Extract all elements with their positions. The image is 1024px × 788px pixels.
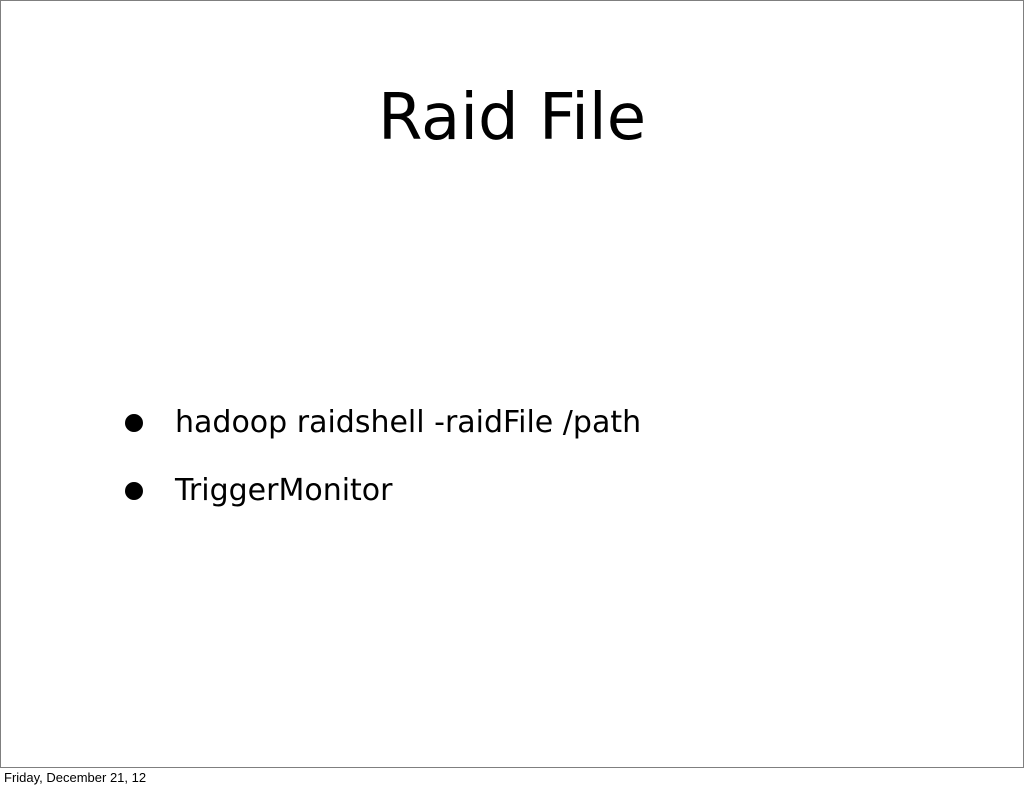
bullet-text: TriggerMonitor <box>175 473 393 508</box>
footer-date: Friday, December 21, 12 <box>4 770 147 785</box>
slide-canvas: Raid File hadoop raidshell -raidFile /pa… <box>0 0 1024 768</box>
slide-title: Raid File <box>377 81 647 155</box>
bullet-text: hadoop raidshell -raidFile /path <box>175 405 642 440</box>
bullet-item: hadoop raidshell -raidFile /path <box>125 389 641 457</box>
bullet-icon <box>125 482 143 500</box>
bullet-item: TriggerMonitor <box>125 457 641 525</box>
bullet-list: hadoop raidshell -raidFile /path Trigger… <box>125 389 641 525</box>
bullet-icon <box>125 414 143 432</box>
